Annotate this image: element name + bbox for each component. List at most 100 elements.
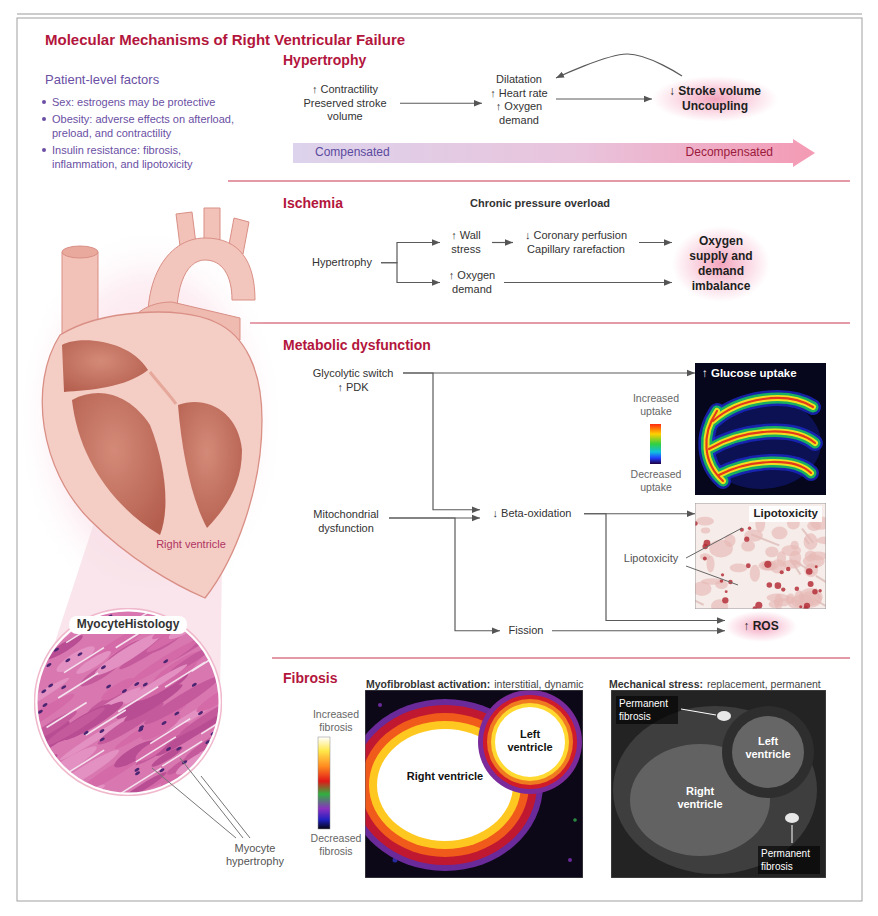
histology-image (818, 589, 821, 592)
histology-circle (34, 751, 60, 780)
section-heading-group: Metabolic dysfunction (283, 337, 483, 353)
t1-map-image (495, 707, 565, 777)
factor-bullet: Obesity: adverse effects on afterload, p… (52, 112, 245, 140)
pet-image (709, 432, 815, 449)
histology-image (695, 503, 826, 609)
node-text: Lipotoxicity (749, 506, 822, 522)
colorbar-label: Decreased fibrosis (304, 832, 368, 858)
leader-line (180, 758, 243, 838)
pet-image (695, 363, 826, 495)
histology-circle (163, 659, 169, 664)
histology-image (816, 576, 826, 588)
process-text: Fission (500, 623, 552, 639)
histology-circle (134, 767, 140, 772)
histology-image (715, 580, 728, 589)
callout-label-group: Permanent fibrosis (758, 846, 820, 874)
node-text: Compensated (315, 146, 390, 160)
histology-image (746, 563, 751, 568)
arrow-connector (552, 630, 725, 631)
t1-map-image (568, 858, 572, 862)
callout-label: Permanent fibrosis (758, 846, 820, 874)
node-text: ↓ Coronary perfusion Capillary rarefacti… (515, 229, 637, 256)
t1-map-image (491, 703, 569, 781)
pet-image (706, 411, 723, 481)
node-text: ↑ Wall stress (442, 229, 490, 256)
histology-image (815, 565, 818, 568)
heart-illustration (150, 372, 176, 404)
histology-circle (41, 689, 47, 694)
histology-image (709, 539, 733, 557)
histology-circle (138, 725, 144, 730)
histology-image (706, 556, 714, 573)
histology-image (795, 586, 799, 590)
lge-mri-image (785, 813, 799, 823)
node-text: Hypertrophy (305, 256, 379, 270)
histology-image (769, 600, 780, 608)
factor-bullet: Insulin resistance: fibrosis, inflammati… (52, 143, 245, 171)
histology-circle (197, 710, 203, 715)
node-text: ↑ Glucose uptake (695, 363, 826, 385)
leader-line (686, 528, 742, 558)
histology-circle (191, 608, 222, 612)
diagram-title: Molecular Mechanisms of Right Ventricula… (45, 31, 405, 48)
leader-line (681, 709, 792, 843)
pet-image (719, 462, 811, 475)
pet-image (719, 462, 811, 475)
histology-image (696, 517, 714, 526)
section-heading: Ischemia (283, 195, 443, 211)
histology-circle (47, 702, 87, 727)
histology-circle (174, 711, 180, 716)
histology-circle (100, 665, 106, 670)
histology-image (780, 570, 784, 574)
group-heading-group: Patient-level factors (45, 72, 245, 87)
colorbar-label: Decreased uptake (624, 468, 688, 494)
callout-label: Myocyte hypertrophy (212, 842, 298, 868)
bullet-row: Obesity: adverse effects on afterload, p… (40, 112, 245, 140)
chamber-label-group: Left ventricle (738, 735, 798, 761)
image-panel: Lipotoxicity (695, 503, 826, 609)
heart-illustration (72, 393, 165, 535)
histology-circle (159, 768, 165, 773)
leader-line (152, 528, 742, 838)
leader-line (201, 776, 250, 838)
leader-line (792, 825, 793, 843)
callout-label-group: Lipotoxicity (620, 552, 682, 565)
histology-circle (34, 661, 38, 666)
histology-circle (186, 608, 222, 624)
arrow-connector (403, 373, 480, 510)
bullet-dot (42, 100, 46, 104)
histology-image (750, 565, 760, 582)
section-heading-group: Hypertrophy (283, 52, 443, 68)
pet-image (709, 432, 815, 449)
node-text: Oxygen supply and demand imbalance (680, 234, 762, 294)
colorbar-label: Increased fibrosis (304, 708, 368, 734)
section-heading: Hypertrophy (283, 52, 443, 68)
heart-illustration (15, 225, 285, 615)
histology-circle (36, 610, 220, 794)
histology-image (775, 582, 782, 589)
t1-map-image (365, 690, 583, 878)
histology-circle (46, 662, 52, 667)
histology-circle (34, 608, 222, 796)
group-heading: Patient-level factors (45, 72, 245, 87)
histology-image (764, 561, 771, 568)
histology-image (703, 557, 707, 561)
arrow-connector (492, 242, 513, 243)
histology-image (806, 568, 813, 575)
anatomy-label: Right ventricle (155, 538, 227, 551)
section-heading-group: Ischemia (283, 195, 443, 211)
colorbar-label-group: Increased fibrosis (304, 708, 368, 734)
histology-image (701, 527, 710, 533)
pet-image (713, 398, 813, 421)
bullet-row: Insulin resistance: fibrosis, inflammati… (40, 143, 245, 171)
histology-circle (34, 777, 60, 796)
process-text: Mitochondrial dysfunction (303, 507, 389, 536)
histology-circle (42, 702, 48, 707)
histology-circle (76, 786, 82, 791)
histology-circle (61, 684, 67, 689)
image-caption: replacement, permanent (707, 678, 821, 690)
leader-line (686, 566, 738, 585)
callout-label-group: Myocyte hypertrophy (212, 842, 298, 868)
bullet-row: Sex: estrogens may be protective (40, 95, 245, 109)
histology-image (781, 587, 785, 591)
